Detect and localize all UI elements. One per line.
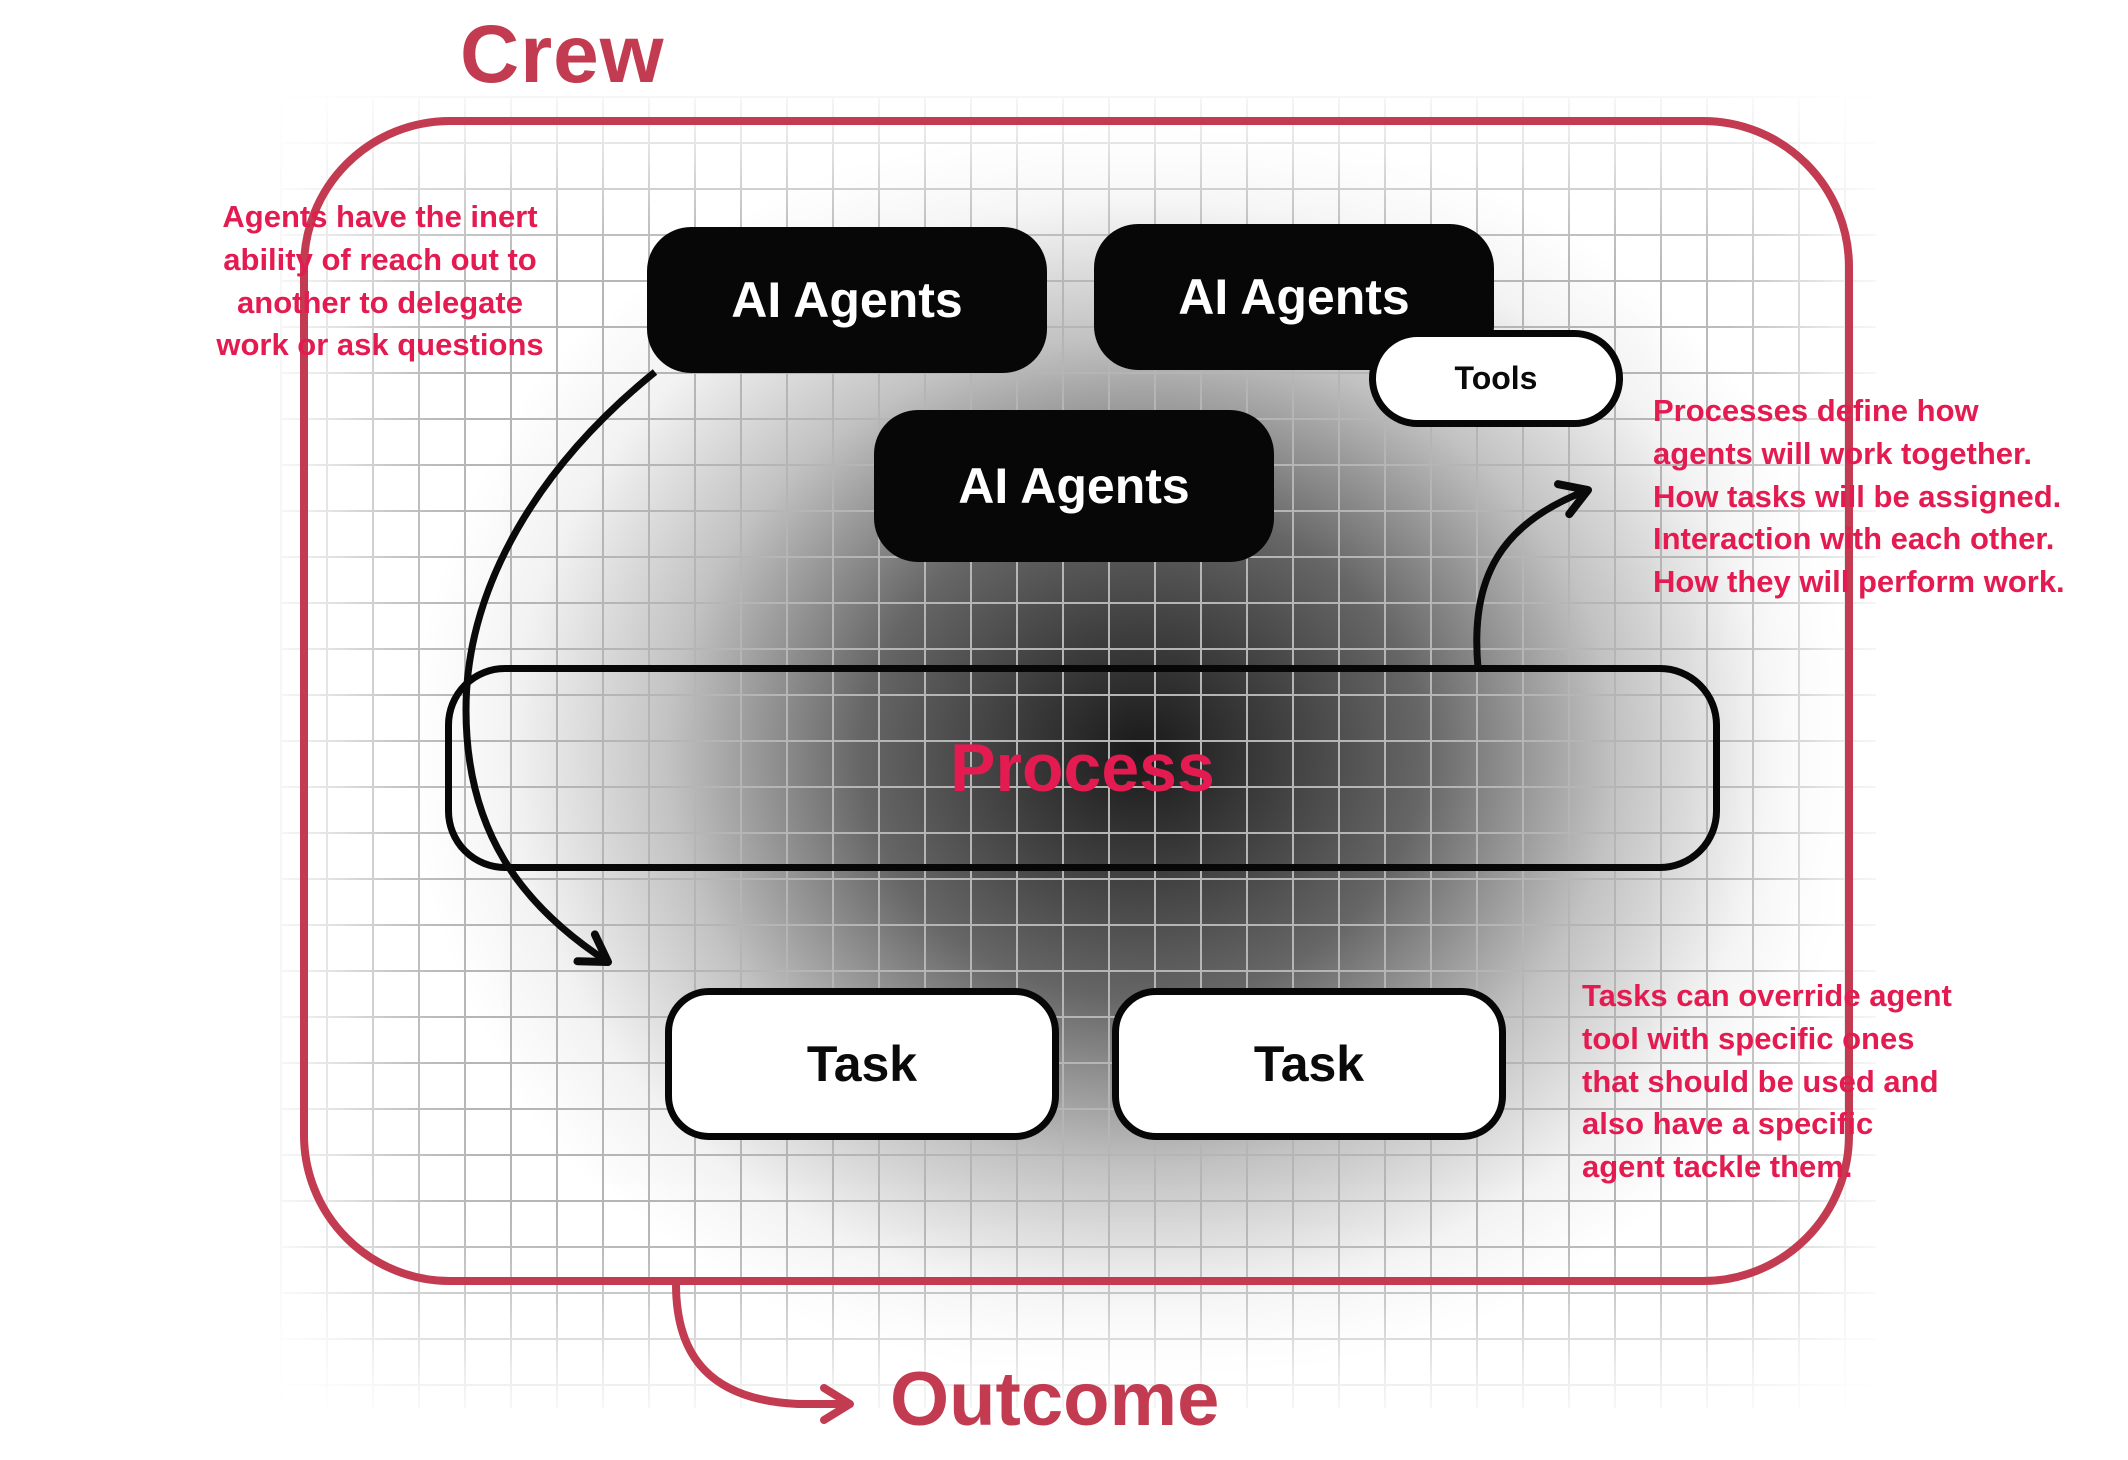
grid-backdrop — [280, 96, 1876, 1408]
ai-agents-box-1: AI Agents — [647, 227, 1047, 373]
process-note: Processes define how agents will work to… — [1653, 393, 2065, 600]
delegation-note: Agents have the inert ability of reach o… — [216, 199, 544, 363]
outcome-arrow — [672, 1283, 854, 1424]
ai-agents-box-3: AI Agents — [874, 410, 1274, 562]
tools-box: Tools — [1369, 330, 1623, 427]
process-box: Process — [445, 665, 1720, 871]
process-note-arrow — [1473, 480, 1592, 669]
crew-boundary-box — [300, 117, 1853, 1285]
delegate-arrow — [462, 369, 658, 966]
crew-label: Crew — [460, 9, 665, 100]
task-box-2: Task — [1112, 988, 1506, 1140]
task-box-1: Task — [665, 988, 1059, 1140]
outcome-label: Outcome — [890, 1357, 1220, 1442]
tasks-note: Tasks can override agent tool with speci… — [1582, 978, 1952, 1185]
